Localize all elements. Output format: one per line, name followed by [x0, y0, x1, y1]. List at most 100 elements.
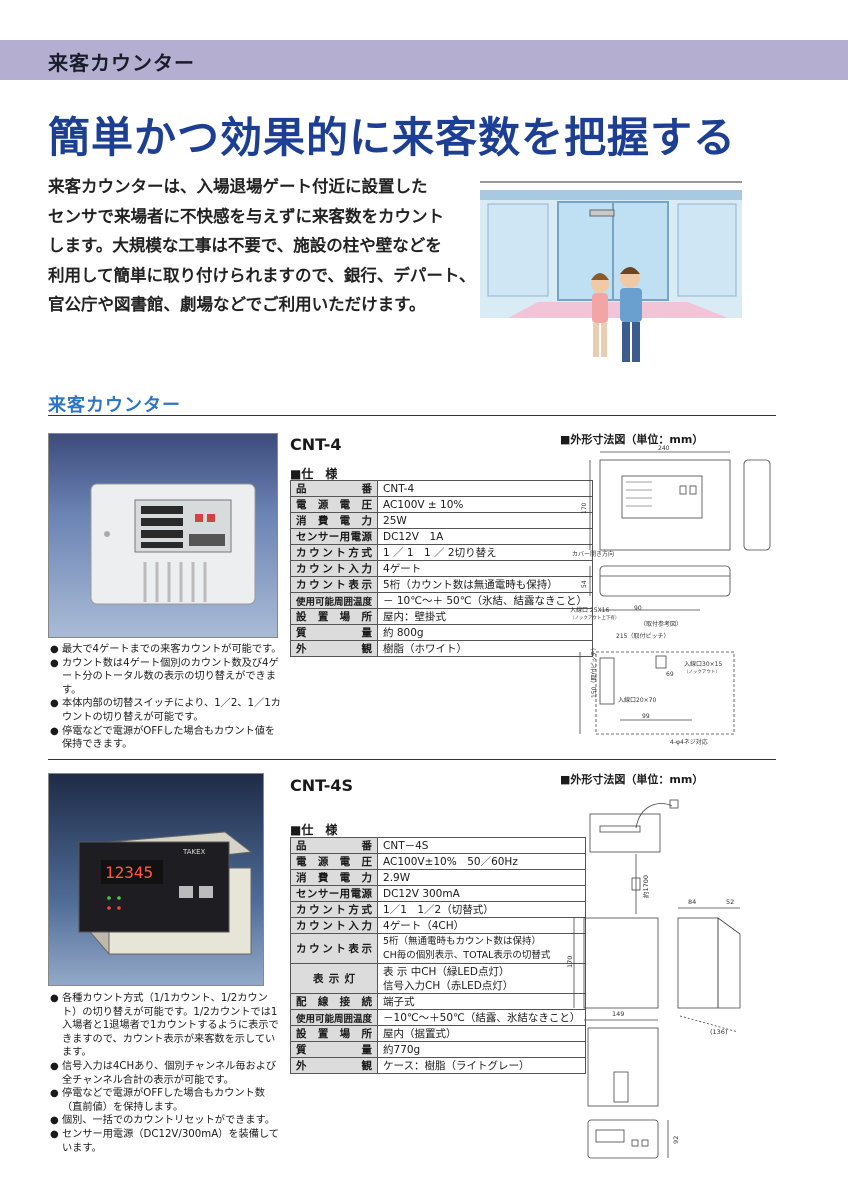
spec-row: 使用可能周囲温度－ 10℃～＋ 50℃（氷結、結露なきこと）	[289, 592, 593, 609]
spec-value: 1 ／ 1 1 ／ 2切り替え	[377, 544, 593, 561]
intro-line: します。大規模な工事は不要で、施設の柱や壁などを	[48, 236, 442, 255]
spec-label: 表示灯	[289, 963, 379, 994]
spec-value-line: 表 示 中CH（緑LED点灯）	[383, 965, 510, 978]
spec-value: 表 示 中CH（緑LED点灯）信号入力CH（赤LED点灯）	[377, 963, 587, 994]
spec-row: 配線接続端子式	[289, 993, 587, 1010]
dim-holes: 4-φ4ネジ対応	[670, 738, 708, 746]
spec-row: 外観樹脂（ホワイト）	[289, 640, 593, 657]
spec-label: カウント入力	[289, 560, 379, 577]
cnt4-dimension-drawing: 240 170 カバー開き方向 54 入線口 25X16 （ノックアウト上下有）…	[570, 445, 771, 746]
spec-row: 質量約 800g	[289, 624, 593, 641]
cnt4s-dimension-drawing: 約1700 170 149 84 52 (136) 92	[566, 799, 741, 1159]
spec-value: CNT-4	[377, 480, 593, 497]
dim-90: 90	[634, 605, 642, 612]
dim-inlet3: 入線口20×70	[618, 696, 656, 704]
spec-label: 質量	[289, 624, 379, 641]
dim-inlet: 入線口 25X16	[570, 606, 609, 614]
dim-height: 170	[581, 502, 588, 514]
spec-label: 使用可能周囲温度	[289, 592, 379, 609]
spec-label: 電源電圧	[289, 496, 379, 513]
dim-69: 69	[666, 671, 674, 678]
spec-value: 1／1 1／2（切替式）	[377, 901, 587, 918]
cnt4-dim-title: ■外形寸法図（単位：mm）	[560, 433, 704, 446]
spec-value: AC100V ± 10%	[377, 496, 593, 513]
section-divider	[48, 415, 776, 416]
spec-value: 端子式	[377, 993, 587, 1010]
spec-value: CNT－4S	[377, 837, 587, 854]
dim-inlet2: 入線口30×15	[684, 660, 722, 668]
header-label: 来客カウンター	[48, 51, 195, 75]
spec-row: 設置場所屋内（据置式）	[289, 1025, 587, 1042]
feature-item: 各種カウント方式（1/1カウント、1/2カウント）の切り替えが可能です。1/2カ…	[50, 992, 280, 1060]
feature-item: カウント数は4ゲート個別のカウント数及び4ゲート分のトータル数の表示の切り替えが…	[50, 657, 282, 698]
feature-item: 本体内部の切替スイッチにより、1／2、1／1カウントの切り替えが可能です。	[50, 697, 282, 724]
spec-label: カウント方式	[289, 901, 379, 918]
brand-label: TAKEX	[182, 848, 206, 856]
headline: 簡単かつ効果的に来客数を把握する	[48, 113, 737, 162]
dim-depth2: 52	[726, 898, 734, 906]
cnt4-features: 最大で4ゲートまでの来客カウントが可能です。 カウント数は4ゲート個別のカウント…	[50, 643, 282, 752]
spec-value-line: CH毎の個別表示、TOTAL表示の切替式	[383, 949, 551, 961]
dim-width: 240	[658, 445, 670, 452]
spec-value: 屋内：壁掛式	[377, 608, 593, 625]
feature-item: 個別、一括でのカウントリセットができます。	[50, 1114, 280, 1128]
spec-label: 設置場所	[289, 608, 379, 625]
spec-value: － 10℃～＋ 50℃（氷結、結露なきこと）	[377, 592, 593, 609]
intro-text: 来客カウンターは、入場退場ゲート付近に設置した センサで来場者に不快感を与えずに…	[48, 172, 476, 320]
spec-label: 消費電力	[289, 512, 379, 529]
dim-pitch: 215（取付ピッチ）	[616, 632, 669, 640]
spec-value: －10℃～＋50℃（結露、氷結なきこと）	[377, 1009, 587, 1026]
spec-label: カウント表示	[289, 933, 379, 964]
spec-row: 使用可能周囲温度－10℃～＋50℃（結露、氷結なきこと）	[289, 1009, 587, 1026]
spec-value: 5桁（無通電時もカウント数は保持） CH毎の個別表示、TOTAL表示の切替式	[377, 933, 587, 964]
dim-cable: 約1700	[641, 875, 650, 898]
spec-value: 約770g	[377, 1041, 587, 1058]
spec-value: DC12V 1A	[377, 528, 593, 545]
spec-value: 2.9W	[377, 869, 587, 886]
spec-label: 消費電力	[289, 869, 379, 886]
spec-value: 4ゲート（4CH）	[377, 917, 587, 934]
spec-value: 樹脂（ホワイト）	[377, 640, 593, 657]
dim-hpitch: 150（取付ピッチ）	[590, 645, 598, 698]
spec-value-line: 信号入力CH（赤LED点灯）	[383, 979, 514, 992]
spec-label: 使用可能周囲温度	[289, 1009, 379, 1026]
spec-value-line: 5桁（無通電時もカウント数は保持）	[383, 935, 542, 947]
product-divider	[48, 759, 776, 760]
header-band: 来客カウンター	[0, 40, 848, 80]
spec-row: 表示灯表 示 中CH（緑LED点灯）信号入力CH（赤LED点灯）	[289, 963, 587, 994]
dim-width: 149	[612, 1010, 624, 1018]
intro-line: 利用して簡単に取り付けられますので、銀行、デパート、	[48, 265, 476, 285]
spec-value: AC100V±10% 50／60Hz	[377, 853, 587, 870]
intro-line: 官公庁や図書館、劇場などでご利用いただけます。	[48, 295, 426, 314]
spec-label: センサー用電源	[289, 528, 379, 545]
spec-label: カウント方式	[289, 544, 379, 561]
spec-label: 品番	[289, 837, 379, 854]
feature-item: 停電などで電源がOFFした場合もカウント数（直前値）を保持します。	[50, 1087, 280, 1114]
spec-label: 電源電圧	[289, 853, 379, 870]
intro-line: センサで来場者に不快感を与えずに来客数をカウント	[48, 206, 444, 226]
intro-line: 来客カウンターは、入場退場ゲート付近に設置した	[48, 177, 428, 196]
spec-label: カウント表示	[289, 576, 379, 593]
cnt4s-model: CNT-4S	[290, 776, 353, 795]
feature-item: センサー用電源（DC12V/300mA）を装備しています。	[50, 1128, 280, 1155]
feature-item: 信号入力は4CHあり、個別チャンネル毎および全チャンネル合計の表示が可能です。	[50, 1060, 280, 1087]
dim-99: 99	[642, 713, 650, 720]
cnt4s-dim-title: ■外形寸法図（単位：mm）	[560, 773, 704, 786]
cnt4-model: CNT-4	[290, 435, 342, 454]
spec-label: 配線接続	[289, 993, 379, 1010]
dim-inlet2-note: （ノックアウト）	[684, 668, 720, 675]
dim-depth1: 84	[688, 898, 696, 906]
section-title: 来客カウンター	[48, 395, 181, 416]
spec-row: 質量約770g	[289, 1041, 587, 1058]
spec-value: 屋内（据置式）	[377, 1025, 587, 1042]
